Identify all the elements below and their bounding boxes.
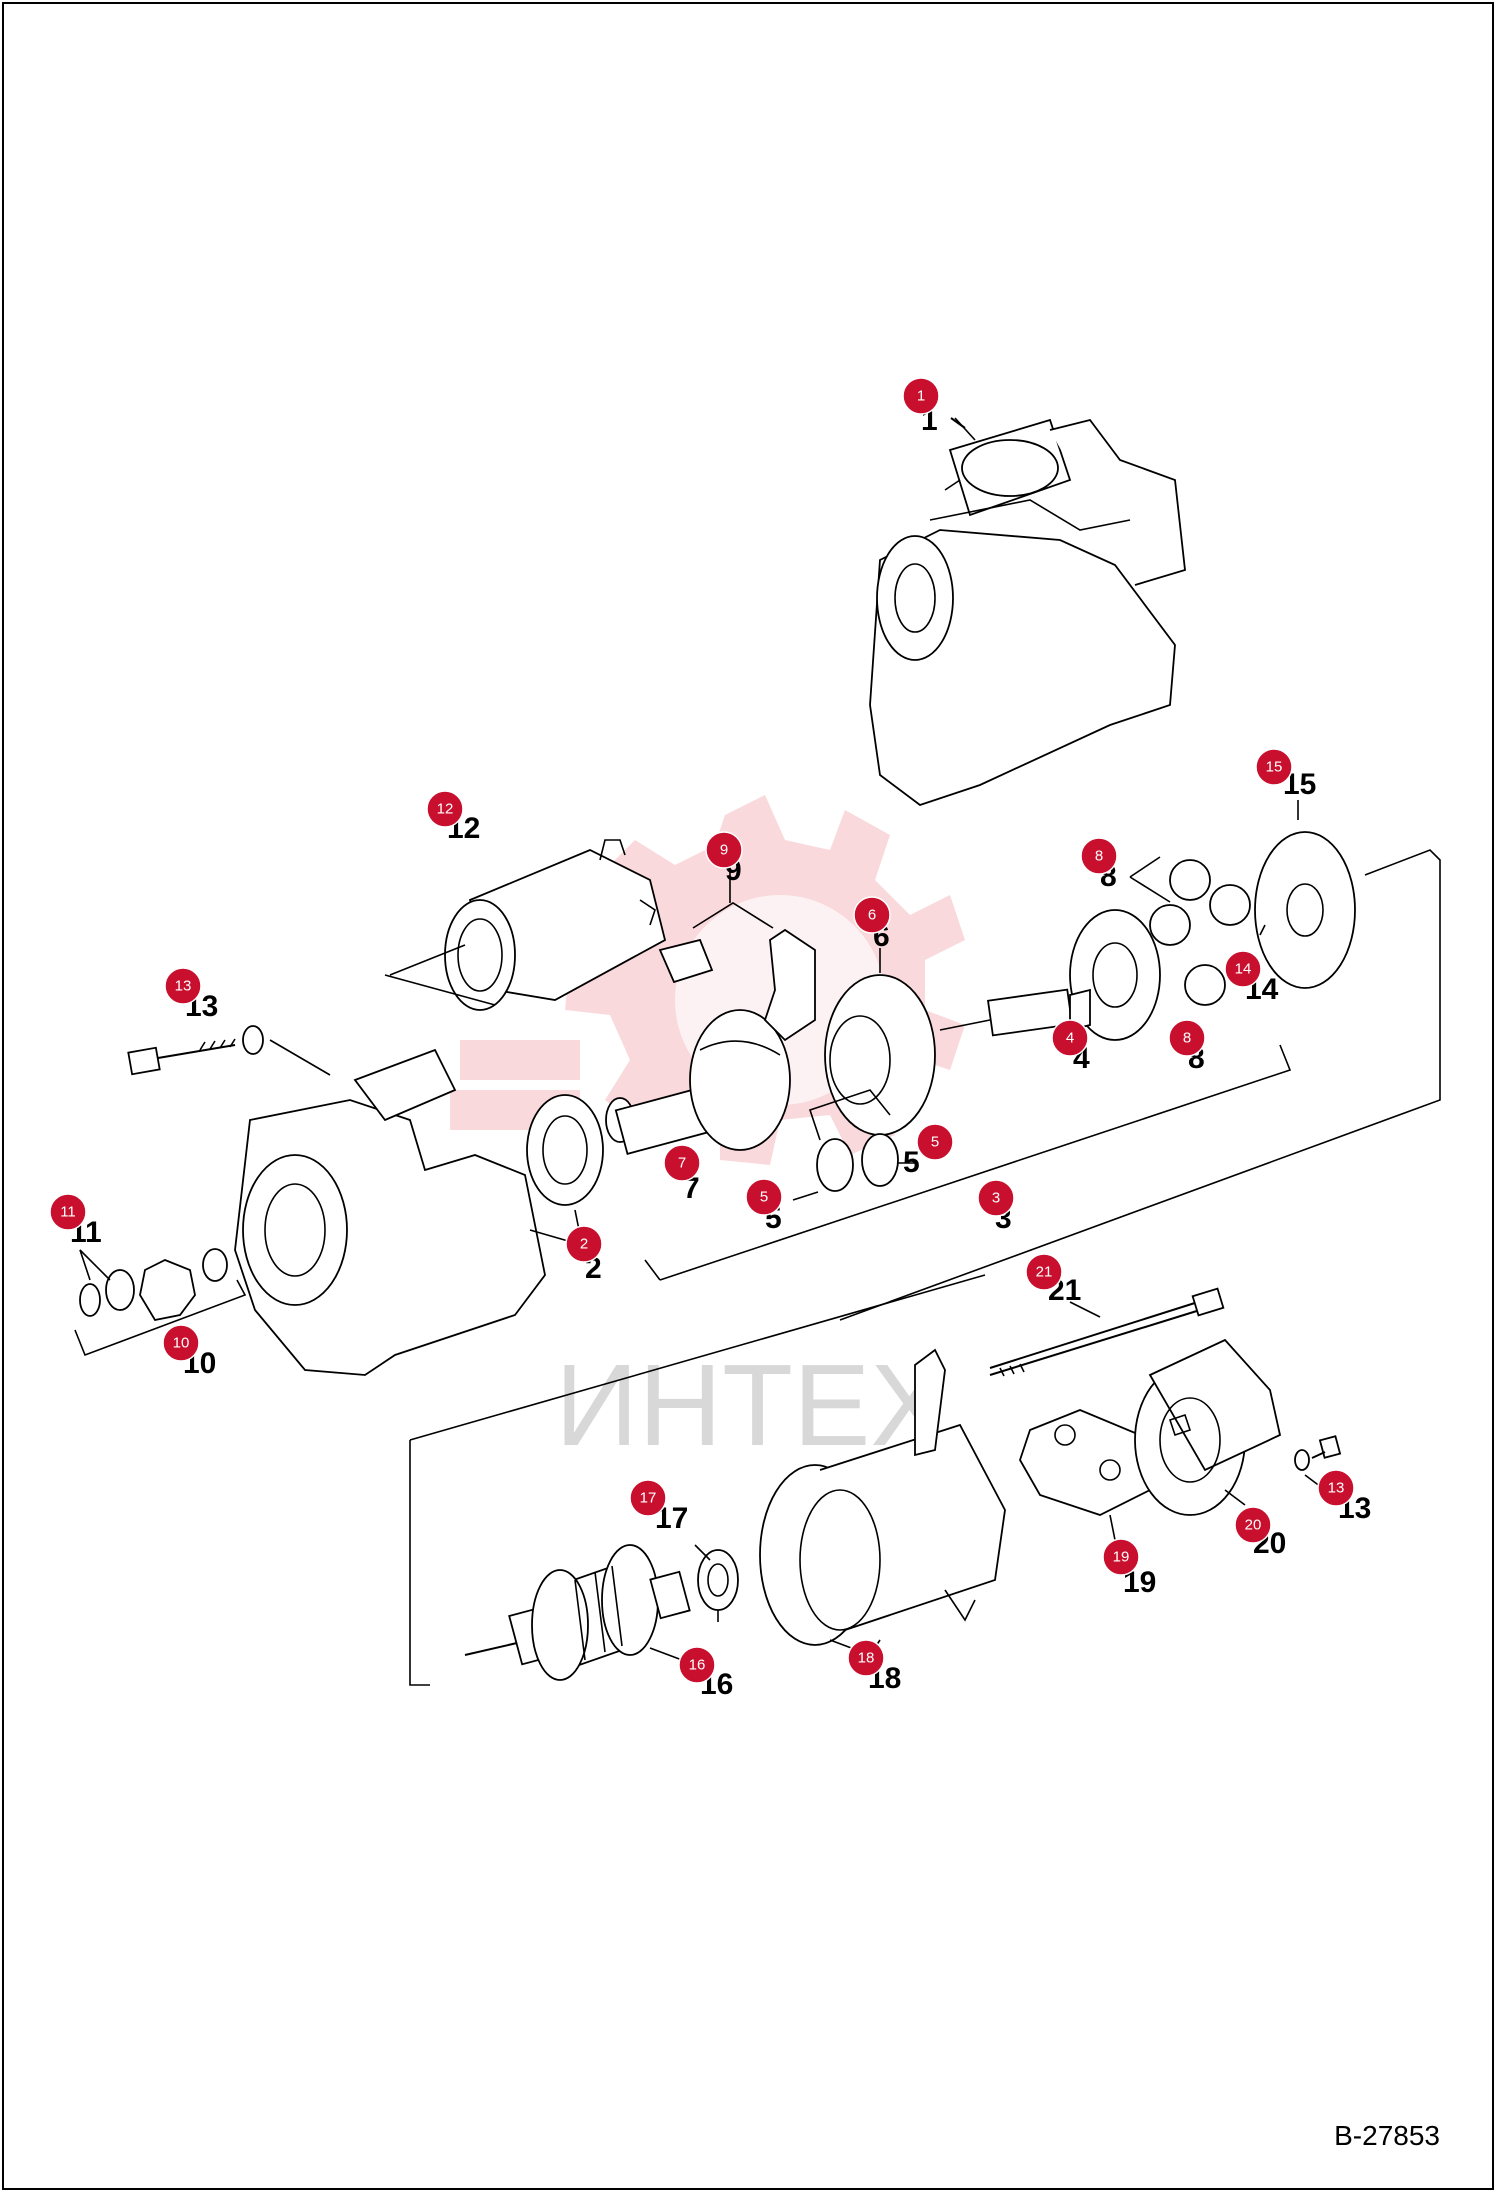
solenoid-bracket-lines [384,944,496,1006]
svg-text:2: 2 [580,1236,588,1253]
svg-text:13: 13 [175,978,192,995]
leader-19 [1109,1514,1116,1541]
callout-number-5-upper: 5 [903,1146,920,1179]
hotspot-13-lower[interactable]: 13 [1317,1469,1355,1507]
hotspot-15[interactable]: 15 [1255,748,1293,786]
leader-8-upper [1129,856,1171,903]
svg-text:19: 19 [1113,1549,1130,1566]
svg-text:6: 6 [868,907,876,924]
hotspot-18[interactable]: 18 [847,1639,885,1677]
hotspot-12[interactable]: 12 [426,790,464,828]
hotspot-8-upper[interactable]: 8 [1080,837,1118,875]
hotspot-6[interactable]: 6 [853,896,891,934]
leader-21 [1069,1301,1101,1318]
hotspot-16[interactable]: 16 [678,1646,716,1684]
document-id: B-27853 [1334,2120,1440,2151]
hotspot-5-lower[interactable]: 5 [745,1178,783,1216]
hotspot-17[interactable]: 17 [629,1479,667,1517]
solenoid-drawing [444,839,667,1011]
svg-text:10: 10 [173,1335,190,1352]
hotspot-20[interactable]: 20 [1234,1506,1272,1544]
svg-text:11: 11 [60,1204,76,1221]
svg-text:16: 16 [689,1657,706,1674]
end-cover-drawing [1134,1338,1282,1516]
hotspot-8-lower[interactable]: 8 [1168,1019,1206,1057]
bearing-17-drawing [697,1549,739,1611]
hotspot-21[interactable]: 21 [1025,1253,1063,1291]
leader-17 [694,1544,719,1622]
svg-text:9: 9 [720,842,728,859]
hotspot-19[interactable]: 19 [1102,1538,1140,1576]
yoke-drawing [759,1348,1006,1646]
svg-text:20: 20 [1245,1517,1262,1534]
through-bolt-drawing [989,1287,1225,1377]
svg-text:1: 1 [917,388,925,405]
svg-text:13: 13 [1328,1480,1345,1497]
svg-text:21: 21 [1036,1264,1053,1281]
hotspot-3[interactable]: 3 [977,1179,1015,1217]
hotspot-14[interactable]: 14 [1224,950,1262,988]
clutch-group-drawing [605,928,991,1192]
svg-text:12: 12 [437,801,454,818]
svg-text:8: 8 [1095,848,1103,865]
svg-text:14: 14 [1235,961,1252,978]
bolt-upper-drawing [127,1025,264,1076]
gear-shaft-group-drawing [987,831,1356,1041]
hotspot-13-upper[interactable]: 13 [164,967,202,1005]
svg-text:18: 18 [858,1650,875,1667]
bolt-lower-drawing [1294,1435,1342,1471]
leader-1 [950,417,966,429]
svg-text:5: 5 [760,1189,768,1206]
hotspot-9[interactable]: 9 [705,831,743,869]
watermark-text: ИНТЕХ [555,1340,948,1470]
hotspot-4[interactable]: 4 [1051,1019,1089,1057]
starter-assembly-drawing [869,417,1186,807]
leader-20 [1224,1489,1246,1506]
svg-text:7: 7 [678,1155,686,1172]
hotspot-1[interactable]: 1 [902,377,940,415]
leader-13-upper-housing [269,1039,331,1076]
bracket-3 [644,849,1441,1321]
hotspot-7[interactable]: 7 [663,1144,701,1182]
front-housing-drawing [234,1048,604,1376]
svg-text:5: 5 [931,1134,939,1151]
bracket-16-18 [409,1274,986,1686]
hotspot-11[interactable]: 11 [49,1193,87,1231]
svg-text:3: 3 [992,1190,1000,1207]
leader-5 [792,1162,918,1201]
svg-text:15: 15 [1266,759,1283,776]
bracket-10-11 [74,1249,247,1357]
leader-14 [1259,924,1266,936]
hotspot-10[interactable]: 10 [162,1324,200,1362]
hotspot-2[interactable]: 2 [565,1225,603,1263]
pinion-kit-drawing [79,1248,228,1322]
brush-holder-drawing [1019,1409,1152,1516]
svg-text:4: 4 [1066,1030,1074,1047]
svg-text:17: 17 [640,1490,657,1507]
armature-drawing [464,1544,691,1681]
leader-9 [692,868,774,929]
hotspot-5-upper[interactable]: 5 [916,1123,954,1161]
svg-text:8: 8 [1183,1030,1191,1047]
